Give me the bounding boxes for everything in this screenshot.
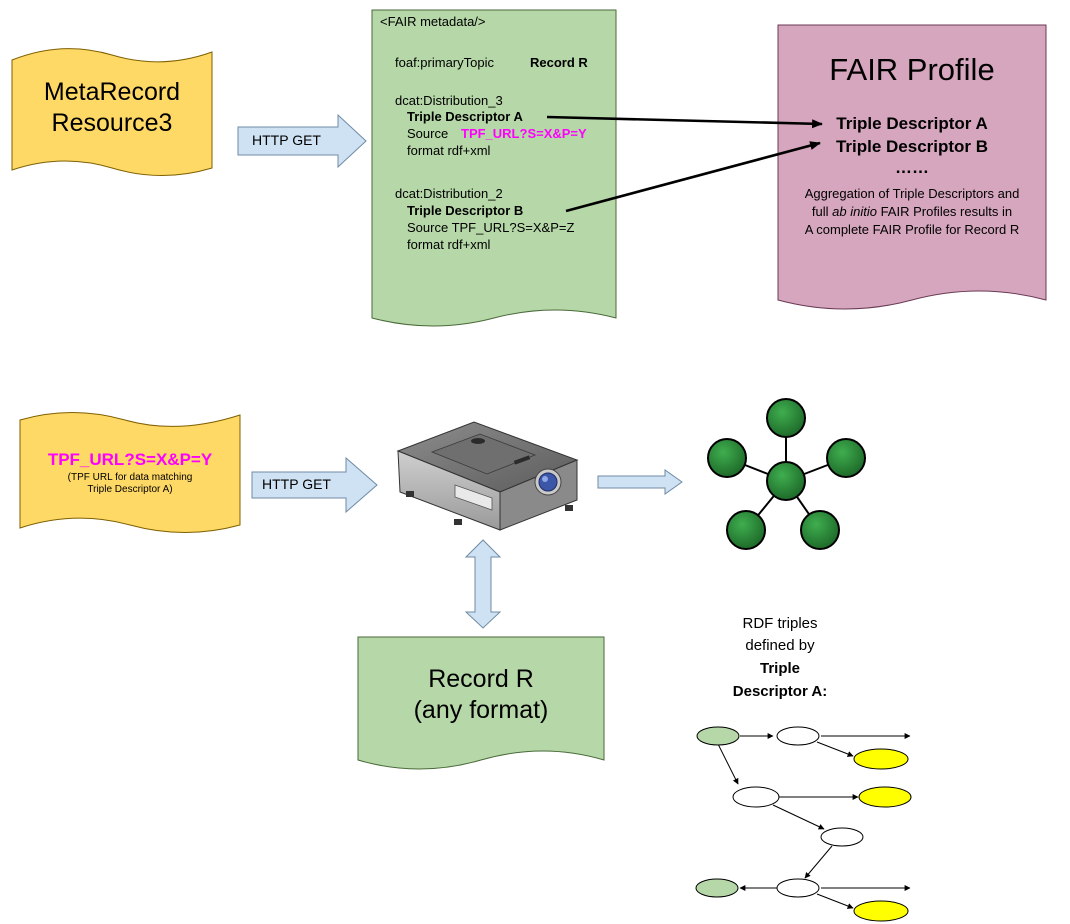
fair-profile-descriptor-a: Triple Descriptor A [836, 114, 988, 133]
metarecord-document [11, 48, 213, 176]
fair-profile-descriptor-b: Triple Descriptor B [835, 137, 989, 156]
primary-topic-key: foaf:primaryTopic [395, 55, 494, 70]
fair-metadata-document [371, 9, 617, 327]
rdf-caption-line3: Triple [759, 660, 800, 677]
fair-profile-description-line1: Aggregation of Triple Descriptors and [804, 186, 1020, 201]
rdf-caption-line1: RDF triples [742, 615, 818, 632]
rdf-caption-line2: defined by [745, 637, 815, 654]
desc-line2-post: FAIR Profiles results in [876, 204, 1013, 219]
record-subtitle: (any format) [413, 696, 549, 724]
connector-arrow-a [546, 115, 823, 129]
tpf-note-line2: Triple Descriptor A) [87, 484, 173, 495]
connector-arrow-b [565, 141, 821, 213]
fair-profile-description-line2: full ab initio FAIR Profiles results in [778, 204, 1046, 219]
record-document [357, 636, 605, 770]
desc-line2-pre: full [811, 204, 833, 219]
desc-line2-ab-initio: ab initio [832, 204, 877, 219]
http-get-label-top: HTTP GET [252, 132, 321, 148]
fair-profile-ellipsis: …… [895, 158, 929, 177]
http-get-arrow-top [237, 113, 367, 169]
dist3-descriptor: Triple Descriptor A [407, 109, 523, 124]
dist2-title: dcat:Distribution_2 [395, 186, 503, 201]
metarecord-title-line1: MetaRecord [43, 78, 181, 106]
fair-profile-description-line3: A complete FAIR Profile for Record R [804, 222, 1020, 237]
dist3-title: dcat:Distribution_3 [395, 93, 503, 108]
dist2-format: format rdf+xml [407, 237, 491, 252]
bidirectional-arrow [464, 539, 502, 629]
dist2-descriptor: Triple Descriptor B [407, 203, 524, 218]
dist3-source-key: Source [407, 126, 449, 141]
dist3-format: format rdf+xml [407, 143, 491, 158]
network-graph-icon [707, 398, 866, 550]
dist3-source-value: TPF_URL?S=X&P=Y [461, 126, 587, 141]
http-get-label-bottom: HTTP GET [262, 476, 331, 492]
rdf-graph-icon [695, 726, 912, 922]
fair-metadata-header: <FAIR metadata/> [380, 14, 486, 29]
http-get-arrow-bottom [251, 456, 378, 514]
fair-profile-title: FAIR Profile [829, 52, 995, 87]
tpf-note-line1: (TPF URL for data matching [67, 472, 193, 483]
fair-profile-document [777, 24, 1047, 310]
tpf-url: TPF_URL?S=X&P=Y [47, 450, 213, 469]
record-title: Record R [428, 665, 534, 693]
tpf-url-document [19, 412, 241, 533]
output-arrow [597, 469, 683, 495]
rdf-caption-line4: Descriptor A: [732, 683, 828, 700]
dist2-source: Source TPF_URL?S=X&P=Z [407, 220, 575, 235]
primary-topic-value: Record R [530, 55, 588, 70]
server-icon [396, 421, 579, 531]
metarecord-title-line2: Resource3 [51, 109, 173, 137]
